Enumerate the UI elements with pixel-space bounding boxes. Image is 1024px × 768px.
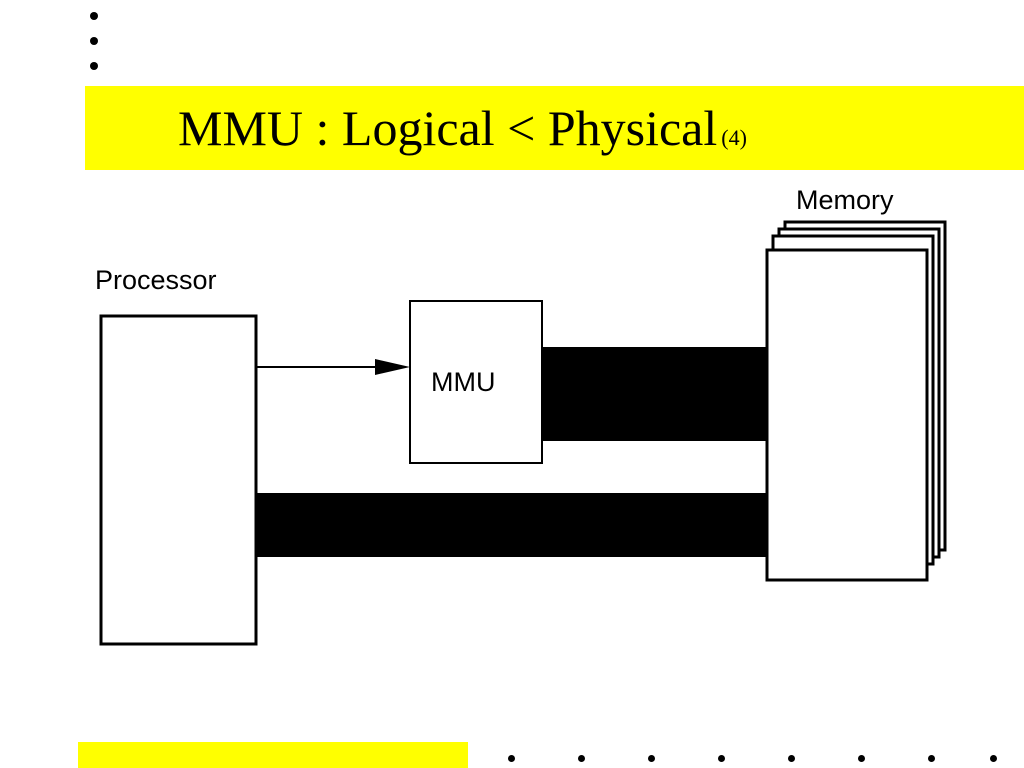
- decor-dot-1: [90, 12, 98, 20]
- footer-dot-6: [858, 755, 865, 762]
- slide-title: MMU : Logical < Physical(4): [178, 98, 747, 168]
- logical-address-arrowhead: [375, 359, 410, 375]
- title-banner: [85, 86, 1024, 170]
- physical-address-bus: [541, 347, 769, 441]
- footer-dot-5: [788, 755, 795, 762]
- footer-dot-3: [648, 755, 655, 762]
- footer-banner: [78, 742, 468, 768]
- footer-dot-8: [990, 755, 997, 762]
- decor-dot-2: [90, 37, 98, 45]
- mmu-label: MMU: [431, 367, 495, 397]
- footer-dot-2: [578, 755, 585, 762]
- memory-page-front: [765, 248, 929, 582]
- footer-dot-4: [718, 755, 725, 762]
- footer-dot-7: [928, 755, 935, 762]
- memory-label: Memory: [796, 185, 894, 215]
- mmu-box: [409, 300, 543, 464]
- decor-dot-3: [90, 62, 98, 70]
- processor-box: [99, 314, 258, 646]
- slide-title-suffix: (4): [721, 125, 747, 150]
- footer-dot-1: [508, 755, 515, 762]
- data-bus: [255, 493, 769, 557]
- processor-label: Processor: [95, 265, 217, 295]
- slide-title-main: MMU : Logical < Physical: [178, 100, 718, 156]
